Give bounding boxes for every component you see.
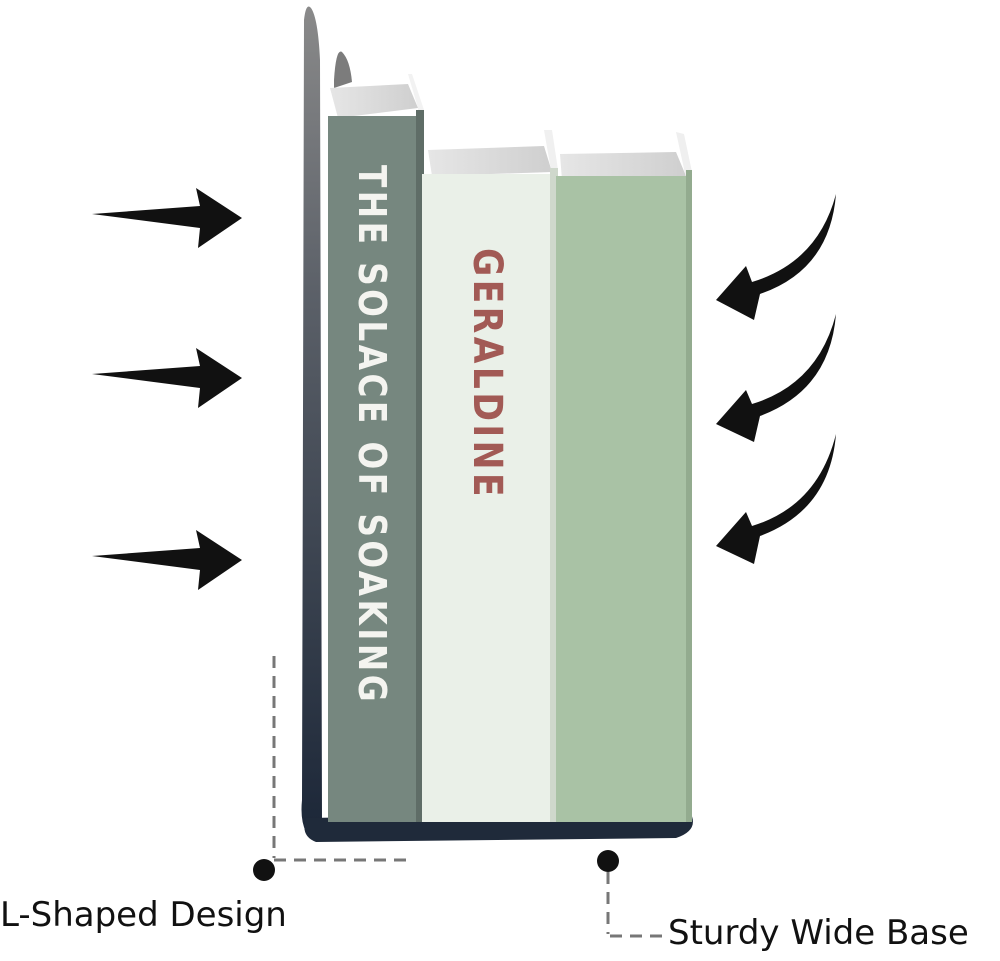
- book-green: [556, 132, 692, 822]
- curved-arrow-left-icon-3: [716, 434, 836, 564]
- callout-dot-right: [597, 850, 619, 872]
- arrow-right-icon-2: [92, 348, 242, 408]
- callout-right: [597, 850, 664, 938]
- book-title-solace: THE SOLACE OF SOAKING: [350, 165, 394, 705]
- curved-arrow-left-icon-1: [716, 194, 836, 320]
- book-title-geraldine: GERALDINE: [464, 248, 510, 500]
- callout-dot-left: [253, 859, 275, 881]
- callout-left: [253, 656, 406, 881]
- label-sturdy-wide-base: Sturdy Wide Base: [668, 913, 969, 953]
- arrow-right-icon-3: [92, 530, 242, 590]
- arrow-right-icon-1: [92, 188, 242, 248]
- curved-arrow-left-icon-2: [716, 314, 836, 442]
- book-geraldine: GERALDINE: [422, 130, 558, 822]
- book-solace: THE SOLACE OF SOAKING: [328, 74, 424, 822]
- label-l-shaped-design: L-Shaped Design: [0, 895, 287, 935]
